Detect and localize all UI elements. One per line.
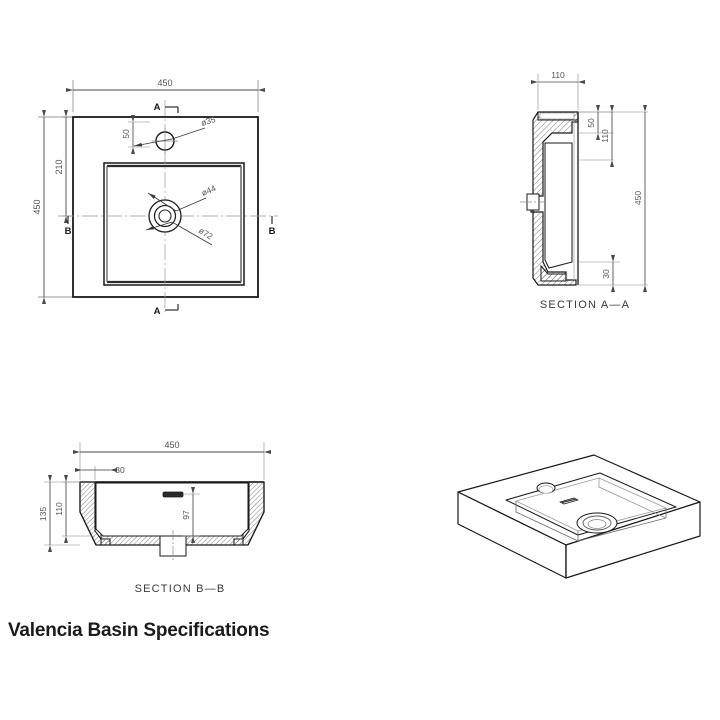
- plan-dim-tap-offset: 50: [121, 115, 150, 154]
- section-bb-dim-width-label: 450: [164, 440, 179, 450]
- section-aa-dim-rim-total: 110: [600, 105, 614, 167]
- plan-dim-inner-offset: 210: [54, 110, 68, 223]
- plan-dim-width-label: 450: [157, 78, 172, 88]
- section-aa-dim-rim-total-label: 110: [600, 129, 610, 143]
- section-bb-overflow-slot: [162, 491, 184, 498]
- plan-section-mark-a-bottom: A: [154, 304, 179, 317]
- plan-view: 450 450 210: [32, 78, 278, 317]
- plan-label-b-left: B: [65, 226, 72, 237]
- section-aa-dim-top-width: 110: [531, 70, 585, 84]
- section-a-a-view: 110 50 110 450 30 SECTION A—A: [520, 70, 648, 311]
- section-bb-title: SECTION B—B: [135, 583, 226, 595]
- section-bb-dim-width: 450: [73, 440, 271, 454]
- plan-dim-width: 450: [66, 78, 265, 92]
- iso-waste-inner: [587, 519, 607, 529]
- section-bb-dim-depth-label: 135: [38, 507, 48, 521]
- isometric-view: [457, 454, 701, 579]
- plan-section-mark-a-top: A: [154, 102, 179, 113]
- section-bb-dim-depth: 135: [38, 475, 52, 552]
- section-aa-dim-rim-upper-label: 50: [586, 118, 596, 128]
- section-bb-dim-bowl-depth: 110: [54, 475, 68, 543]
- plan-label-b-right: B: [269, 226, 276, 237]
- page-title: Valencia Basin Specifications: [8, 620, 270, 641]
- section-aa-title: SECTION A—A: [540, 299, 630, 311]
- section-bb-dim-wall-label: 30: [115, 465, 125, 475]
- plan-dim-inner-offset-label: 210: [54, 159, 64, 174]
- plan-section-mark-b-right: B: [269, 216, 276, 237]
- plan-label-a-bottom: A: [154, 306, 161, 317]
- section-aa-foot: [540, 264, 567, 282]
- iso-overflow-slot-fill: [561, 498, 577, 504]
- section-aa-body-profile: [530, 111, 579, 286]
- section-bb-dim-overflow: 97: [181, 487, 195, 543]
- section-bb-dim-wall: 30: [75, 465, 125, 475]
- plan-waste-inner: [158, 209, 172, 223]
- iso-tap-hole-inner: [538, 485, 554, 494]
- section-bb-bowl-cavity: [95, 482, 249, 537]
- plan-dim-tap-offset-label: 50: [121, 129, 131, 139]
- plan-leader-tap: ø35: [133, 114, 217, 147]
- section-aa-bowl-cavity: [544, 142, 573, 269]
- section-aa-dim-overall: 450: [633, 105, 647, 292]
- plan-section-mark-b-left: B: [65, 216, 72, 237]
- iso-bowl-depth-left: [515, 501, 579, 542]
- section-aa-dim-top-width-label: 110: [551, 70, 565, 80]
- section-aa-dim-base: 30: [601, 255, 615, 292]
- section-aa-dim-overall-label: 450: [633, 191, 643, 205]
- section-aa-dim-rim-upper: 50: [586, 105, 600, 140]
- iso-bowl-depth-back: [598, 478, 667, 519]
- plan-label-a-top: A: [154, 102, 161, 113]
- plan-dim-height-label: 450: [32, 199, 42, 214]
- section-aa-rim-void: [539, 112, 575, 120]
- plan-dim-height: 450: [32, 110, 46, 304]
- section-b-b-view: 450 30 135 110 97 SECTION B—B: [38, 440, 271, 595]
- section-bb-dim-overflow-label: 97: [181, 510, 191, 520]
- plan-tap-hole-cross: [152, 128, 178, 154]
- section-bb-dim-bowl-depth-label: 110: [54, 502, 64, 516]
- plan-tap-hole-label: ø35: [200, 114, 217, 128]
- section-aa-dim-base-label: 30: [601, 269, 611, 279]
